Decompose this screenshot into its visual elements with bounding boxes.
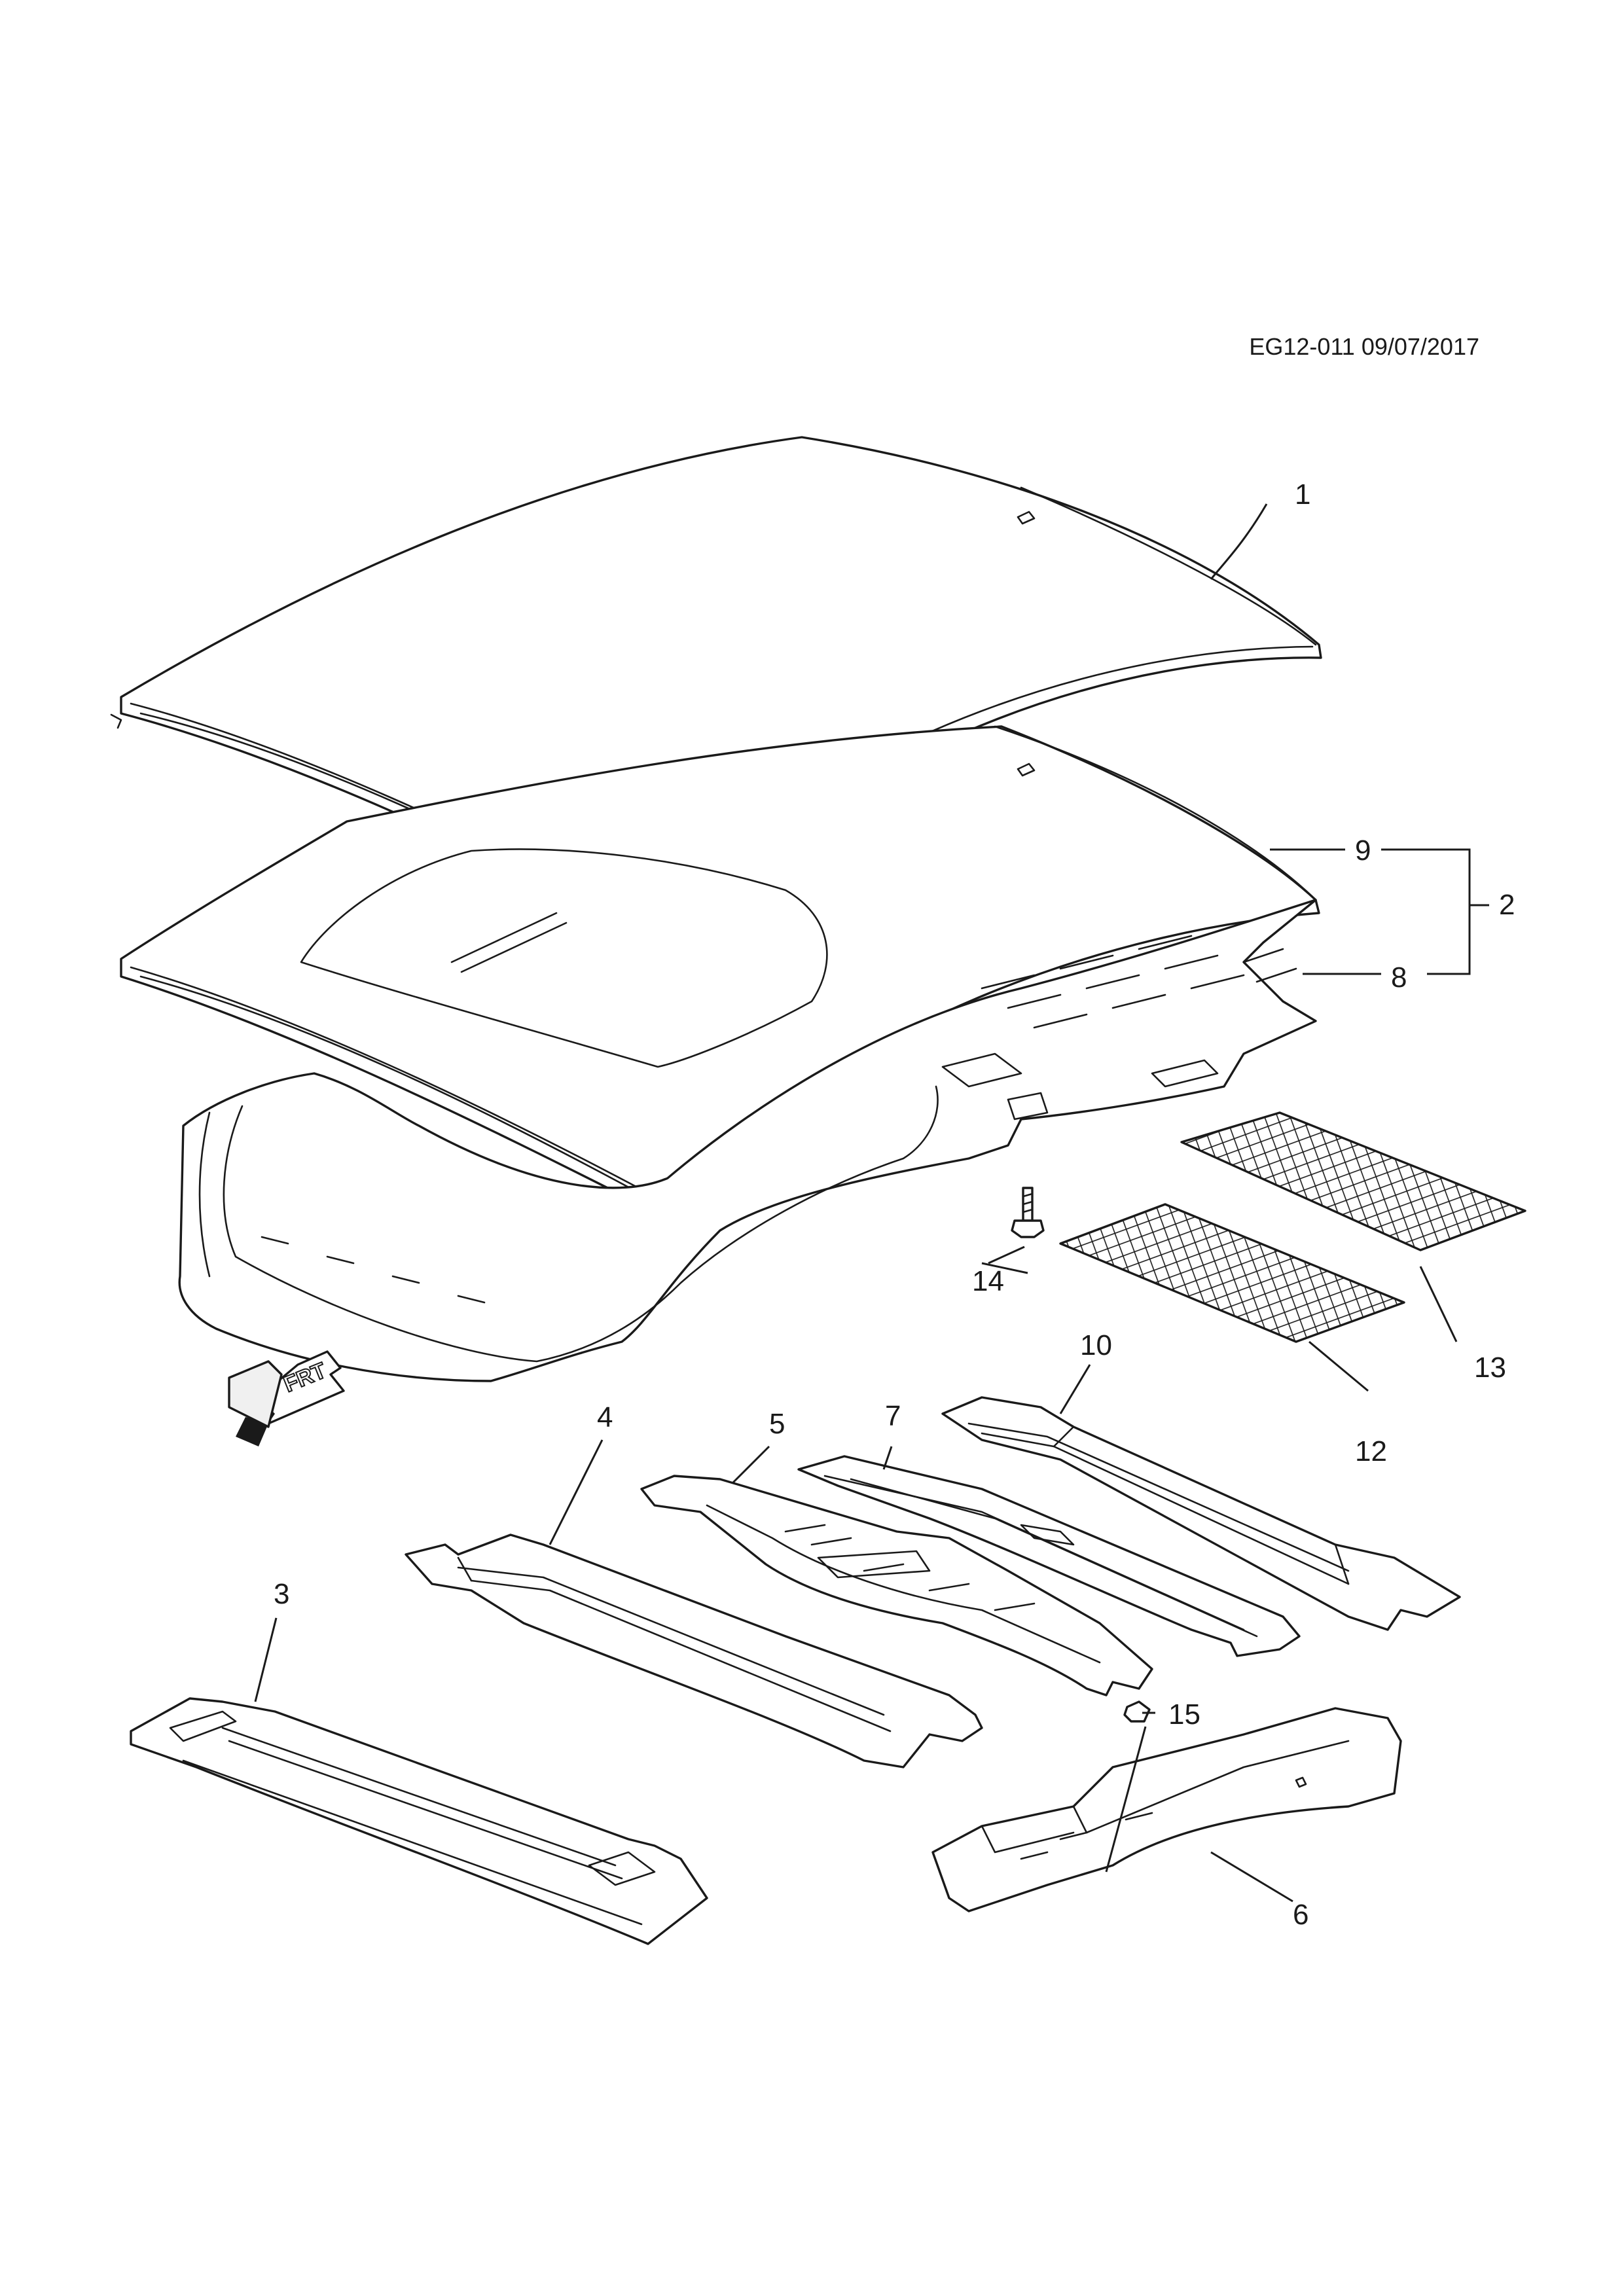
windshield-header-part-3 <box>130 1697 708 1945</box>
callout-1: 1 <box>1295 478 1310 511</box>
callout-labels: 1 2 3 4 5 6 7 8 9 10 12 13 14 15 <box>274 478 1515 1931</box>
roof-bow-part-5 <box>640 1475 1153 1696</box>
insulation-pad-part-13 <box>1180 1111 1526 1251</box>
callout-12: 12 <box>1355 1435 1387 1467</box>
callout-14: 14 <box>972 1265 1004 1297</box>
roof-bow-part-10 <box>941 1396 1461 1631</box>
callout-13: 13 <box>1474 1352 1506 1384</box>
callout-5: 5 <box>769 1408 785 1440</box>
callout-8: 8 <box>1391 961 1407 994</box>
side-rail-part-6 <box>931 1707 1402 1912</box>
document-id: EG12-011 09/07/2017 <box>1249 333 1479 360</box>
callout-6: 6 <box>1293 1899 1308 1931</box>
roof-bow-part-4 <box>405 1534 983 1768</box>
callout-3: 3 <box>274 1578 289 1610</box>
callout-10: 10 <box>1080 1329 1112 1361</box>
bolt-part-14 <box>1011 1187 1045 1238</box>
roof-panel-sunroof <box>120 725 1320 1213</box>
insulation-pad-part-12 <box>1059 1203 1405 1343</box>
callout-9: 9 <box>1355 834 1371 867</box>
front-direction-arrow: FRT <box>228 1350 345 1446</box>
roof-frame <box>178 899 1317 1382</box>
callout-2: 2 <box>1499 889 1515 921</box>
callout-7: 7 <box>885 1400 901 1432</box>
callout-15: 15 <box>1168 1698 1200 1731</box>
clip-part-15 <box>1123 1700 1151 1723</box>
callout-4: 4 <box>597 1401 613 1433</box>
leader-lines <box>254 503 1489 1903</box>
roof-bow-part-7 <box>797 1455 1301 1657</box>
